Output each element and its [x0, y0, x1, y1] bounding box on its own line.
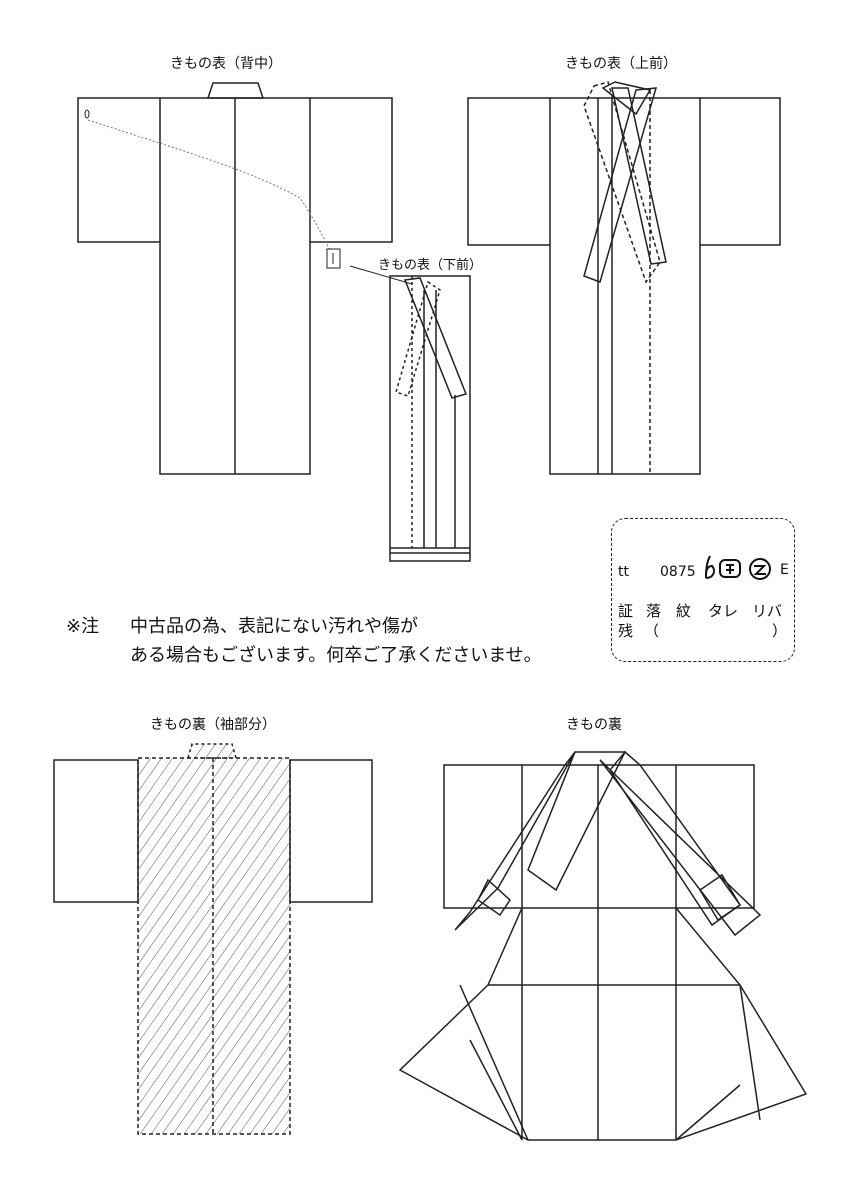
label-back: きもの表（背中） [170, 56, 282, 72]
tag-row3-label: 残 [618, 622, 634, 640]
kimono-lining-sleeve-diagram [53, 743, 373, 1135]
tag-suffix: E [780, 562, 789, 578]
handwritten-code-marks [705, 555, 771, 580]
note-line-1: 中古品の為、表記にない汚れや傷が [130, 616, 418, 637]
kimono-lining-diagram [398, 750, 808, 1141]
kimono-front-lower-diagram [389, 275, 471, 562]
tag-row2-item: 落 [646, 602, 662, 620]
note-line-2: ある場合もございます。何卒ご了承くださいませ。 [130, 645, 542, 666]
tag-row2-item: 証 [618, 602, 634, 620]
kimono-front-upper-diagram [467, 81, 781, 475]
tag-row2-item: リバ [752, 602, 783, 620]
tag-row3-close: ） [772, 622, 788, 640]
tag-row2-item: 紋 [676, 602, 692, 620]
tag-prefix: tt [618, 564, 629, 580]
label-lining-sleeve: きもの裏（袖部分） [150, 717, 276, 733]
product-tag-box [611, 518, 795, 662]
note-marker: ※注 [66, 616, 100, 637]
tag-code: 0875 [660, 564, 696, 580]
label-lining: きもの裏 [566, 717, 622, 733]
kimono-back-diagram [77, 82, 413, 475]
label-front-lower: きもの表（下前） [378, 258, 483, 273]
label-front-upper: きもの表（上前） [565, 56, 677, 72]
tag-row2-item: タレ [708, 602, 739, 620]
tag-row3-open: （ [644, 622, 660, 640]
